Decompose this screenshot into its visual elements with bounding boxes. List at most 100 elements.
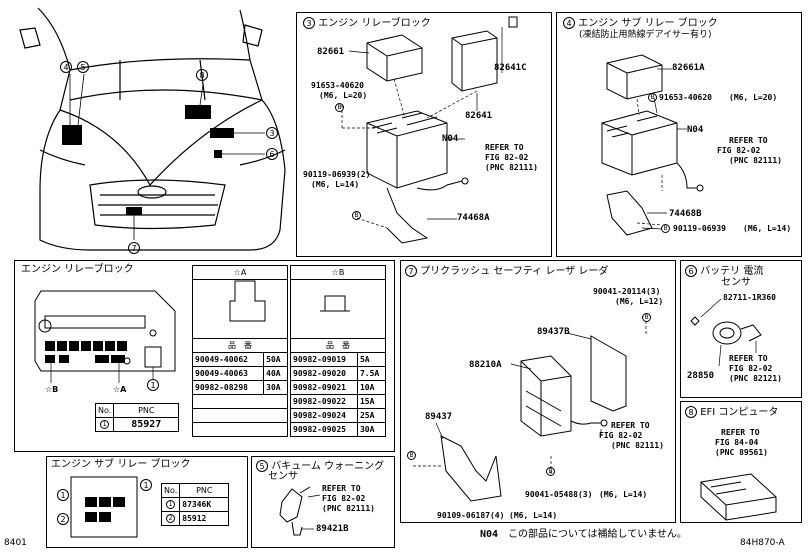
col-head: 品 番: [192, 338, 288, 353]
refer-pnc: (PNC 82111): [729, 156, 782, 165]
part-90109-06187: 90109-06187(4): [437, 511, 505, 520]
row-amp: 7.5A: [356, 366, 387, 381]
col-pnc: PNC: [113, 403, 180, 418]
refer-pnc: (PNC 89561): [715, 448, 768, 457]
refer-to: REFER TO: [721, 428, 760, 437]
part-82711-1R360: 82711-1R360: [723, 293, 776, 302]
row-pnc: 87346K: [179, 497, 230, 512]
section-number: 5: [256, 460, 268, 472]
label-n04: N04: [442, 134, 459, 144]
footer-right-code: 84H870-A: [740, 538, 785, 548]
sub-relay-layout-drawing: [70, 476, 138, 538]
part-82661: 82661: [317, 47, 345, 57]
callout-8: 8: [196, 69, 208, 81]
row-amp: 40A: [263, 366, 288, 381]
circled-b: B: [648, 93, 657, 102]
circled-b: B: [546, 467, 555, 476]
section-5-vacuum-warning-sensor: 5 バキューム ウォーニング センサ REFER TO FIG 82-02 (P…: [251, 456, 395, 548]
current-sensor-drawing: [690, 298, 762, 367]
refer-pnc: (PNC 82111): [322, 504, 375, 513]
refer-pnc: (PNC 82121): [729, 374, 782, 383]
row-amp: 25A: [356, 408, 387, 423]
row-pnc: 85927: [113, 417, 180, 432]
row-amp: 30A: [356, 422, 387, 437]
circled-b: B: [407, 451, 416, 460]
part-spec-m6-l12: (M6, L=12): [615, 297, 664, 306]
section-3-engine-relay-block: 3 エンジン リレーブロック 82661 91653-40620 (M6, L=…: [296, 12, 552, 257]
panel-title: エンジン サブ リレー ブロック: [51, 459, 191, 470]
star-a-head: ☆A: [192, 265, 288, 280]
part-82661A: 82661A: [672, 63, 705, 73]
row-part: 90982-09022: [290, 394, 358, 409]
section-title-2: センサ: [268, 471, 298, 482]
part-74468A: 74468A: [457, 213, 490, 223]
part-90119-06939: 90119-06939: [673, 224, 726, 233]
part-spec-m6-l14: (M6, L=14): [509, 511, 558, 520]
section-8-efi-computer: 8 EFI コンピュータ REFER TO FIG 84-04 (PNC 895…: [680, 401, 802, 523]
part-91653-40620: 91653-40620: [311, 81, 364, 90]
col-no: No.: [94, 403, 115, 418]
footer-note: この部品については補給していません。: [508, 529, 687, 540]
section-4-engine-sub-relay-block: 4 エンジン サブ リレー ブロック (凍結防止用熱線デアイサー有り) 8266…: [556, 12, 802, 257]
refer-to: REFER TO: [729, 136, 768, 145]
row-amp: 15A: [356, 394, 387, 409]
refer-pnc: (PNC 82111): [611, 441, 664, 450]
row-part: 90049-40063: [191, 366, 265, 381]
row-pnc: 85912: [179, 511, 230, 526]
section-title: エンジン サブ リレー ブロック: [578, 18, 718, 29]
section-number: 6: [685, 265, 697, 277]
label-n04: N04: [687, 125, 704, 135]
row-part: 90982-09025: [290, 422, 358, 437]
refer-fig: FIG 84-04: [715, 438, 759, 447]
footer-note-code: N04: [480, 529, 499, 540]
sensor-drawing: [279, 486, 321, 536]
part-74468B: 74468B: [669, 209, 702, 219]
part-spec-m6-l20: (M6, L=20): [319, 91, 368, 100]
section-title: バキューム ウォーニング: [271, 461, 385, 472]
callout-7: 7: [128, 242, 140, 254]
refer-to: REFER TO: [611, 421, 650, 430]
label-star-a: ☆A: [113, 385, 127, 394]
section-title: EFI コンピュータ: [700, 407, 779, 418]
row-num: 1: [166, 500, 176, 509]
row-amp: 50A: [263, 352, 288, 367]
relay-block-drawing: [341, 16, 518, 244]
part-91653-40620: 91653-40620: [659, 93, 712, 102]
refer-to: REFER TO: [729, 354, 768, 363]
row-part: 90982-09020: [290, 366, 358, 381]
part-88210A: 88210A: [469, 360, 502, 370]
circled-b: B: [661, 224, 670, 233]
circled-b: B: [352, 211, 361, 220]
callout-2: 2: [57, 513, 69, 525]
row-amp: 30A: [263, 380, 288, 395]
part-spec-m6-l14: (M6, L=14): [311, 180, 360, 189]
section-title: エンジン リレーブロック: [318, 18, 431, 29]
row-num: 2: [166, 514, 176, 523]
row-part: 90982-08298: [191, 380, 265, 395]
callout-1: 1: [147, 379, 159, 391]
section-number: 3: [303, 17, 315, 29]
refer-to: REFER TO: [322, 484, 361, 493]
part-90119-06939: 90119-06939(2): [303, 170, 371, 179]
panel-title: エンジン リレーブロック: [21, 264, 134, 275]
part-89437B: 89437B: [537, 327, 570, 337]
section-6-battery-current-sensor: 6 バッテリ 電流 センサ 82711-1R360 REFER TO FIG 8…: [680, 260, 802, 398]
row-part: 90982-09024: [290, 408, 358, 423]
refer-fig: FIG 82-02: [485, 153, 529, 162]
part-spec-m6-l20: (M6, L=20): [729, 93, 778, 102]
section-number: 4: [563, 17, 575, 29]
part-89437: 89437: [425, 412, 453, 422]
callout-4: 4: [60, 61, 72, 73]
col-head: 品 番: [290, 338, 386, 353]
part-90041-20114: 90041-20114(3): [593, 287, 661, 296]
callout-6: 6: [266, 148, 278, 160]
part-spec-m6-l14: (M6, L=14): [599, 490, 648, 499]
section-subtitle: (凍結防止用熱線デアイサー有り): [579, 30, 712, 40]
callout-5: 5: [77, 61, 89, 73]
part-89421B: 89421B: [316, 524, 349, 534]
